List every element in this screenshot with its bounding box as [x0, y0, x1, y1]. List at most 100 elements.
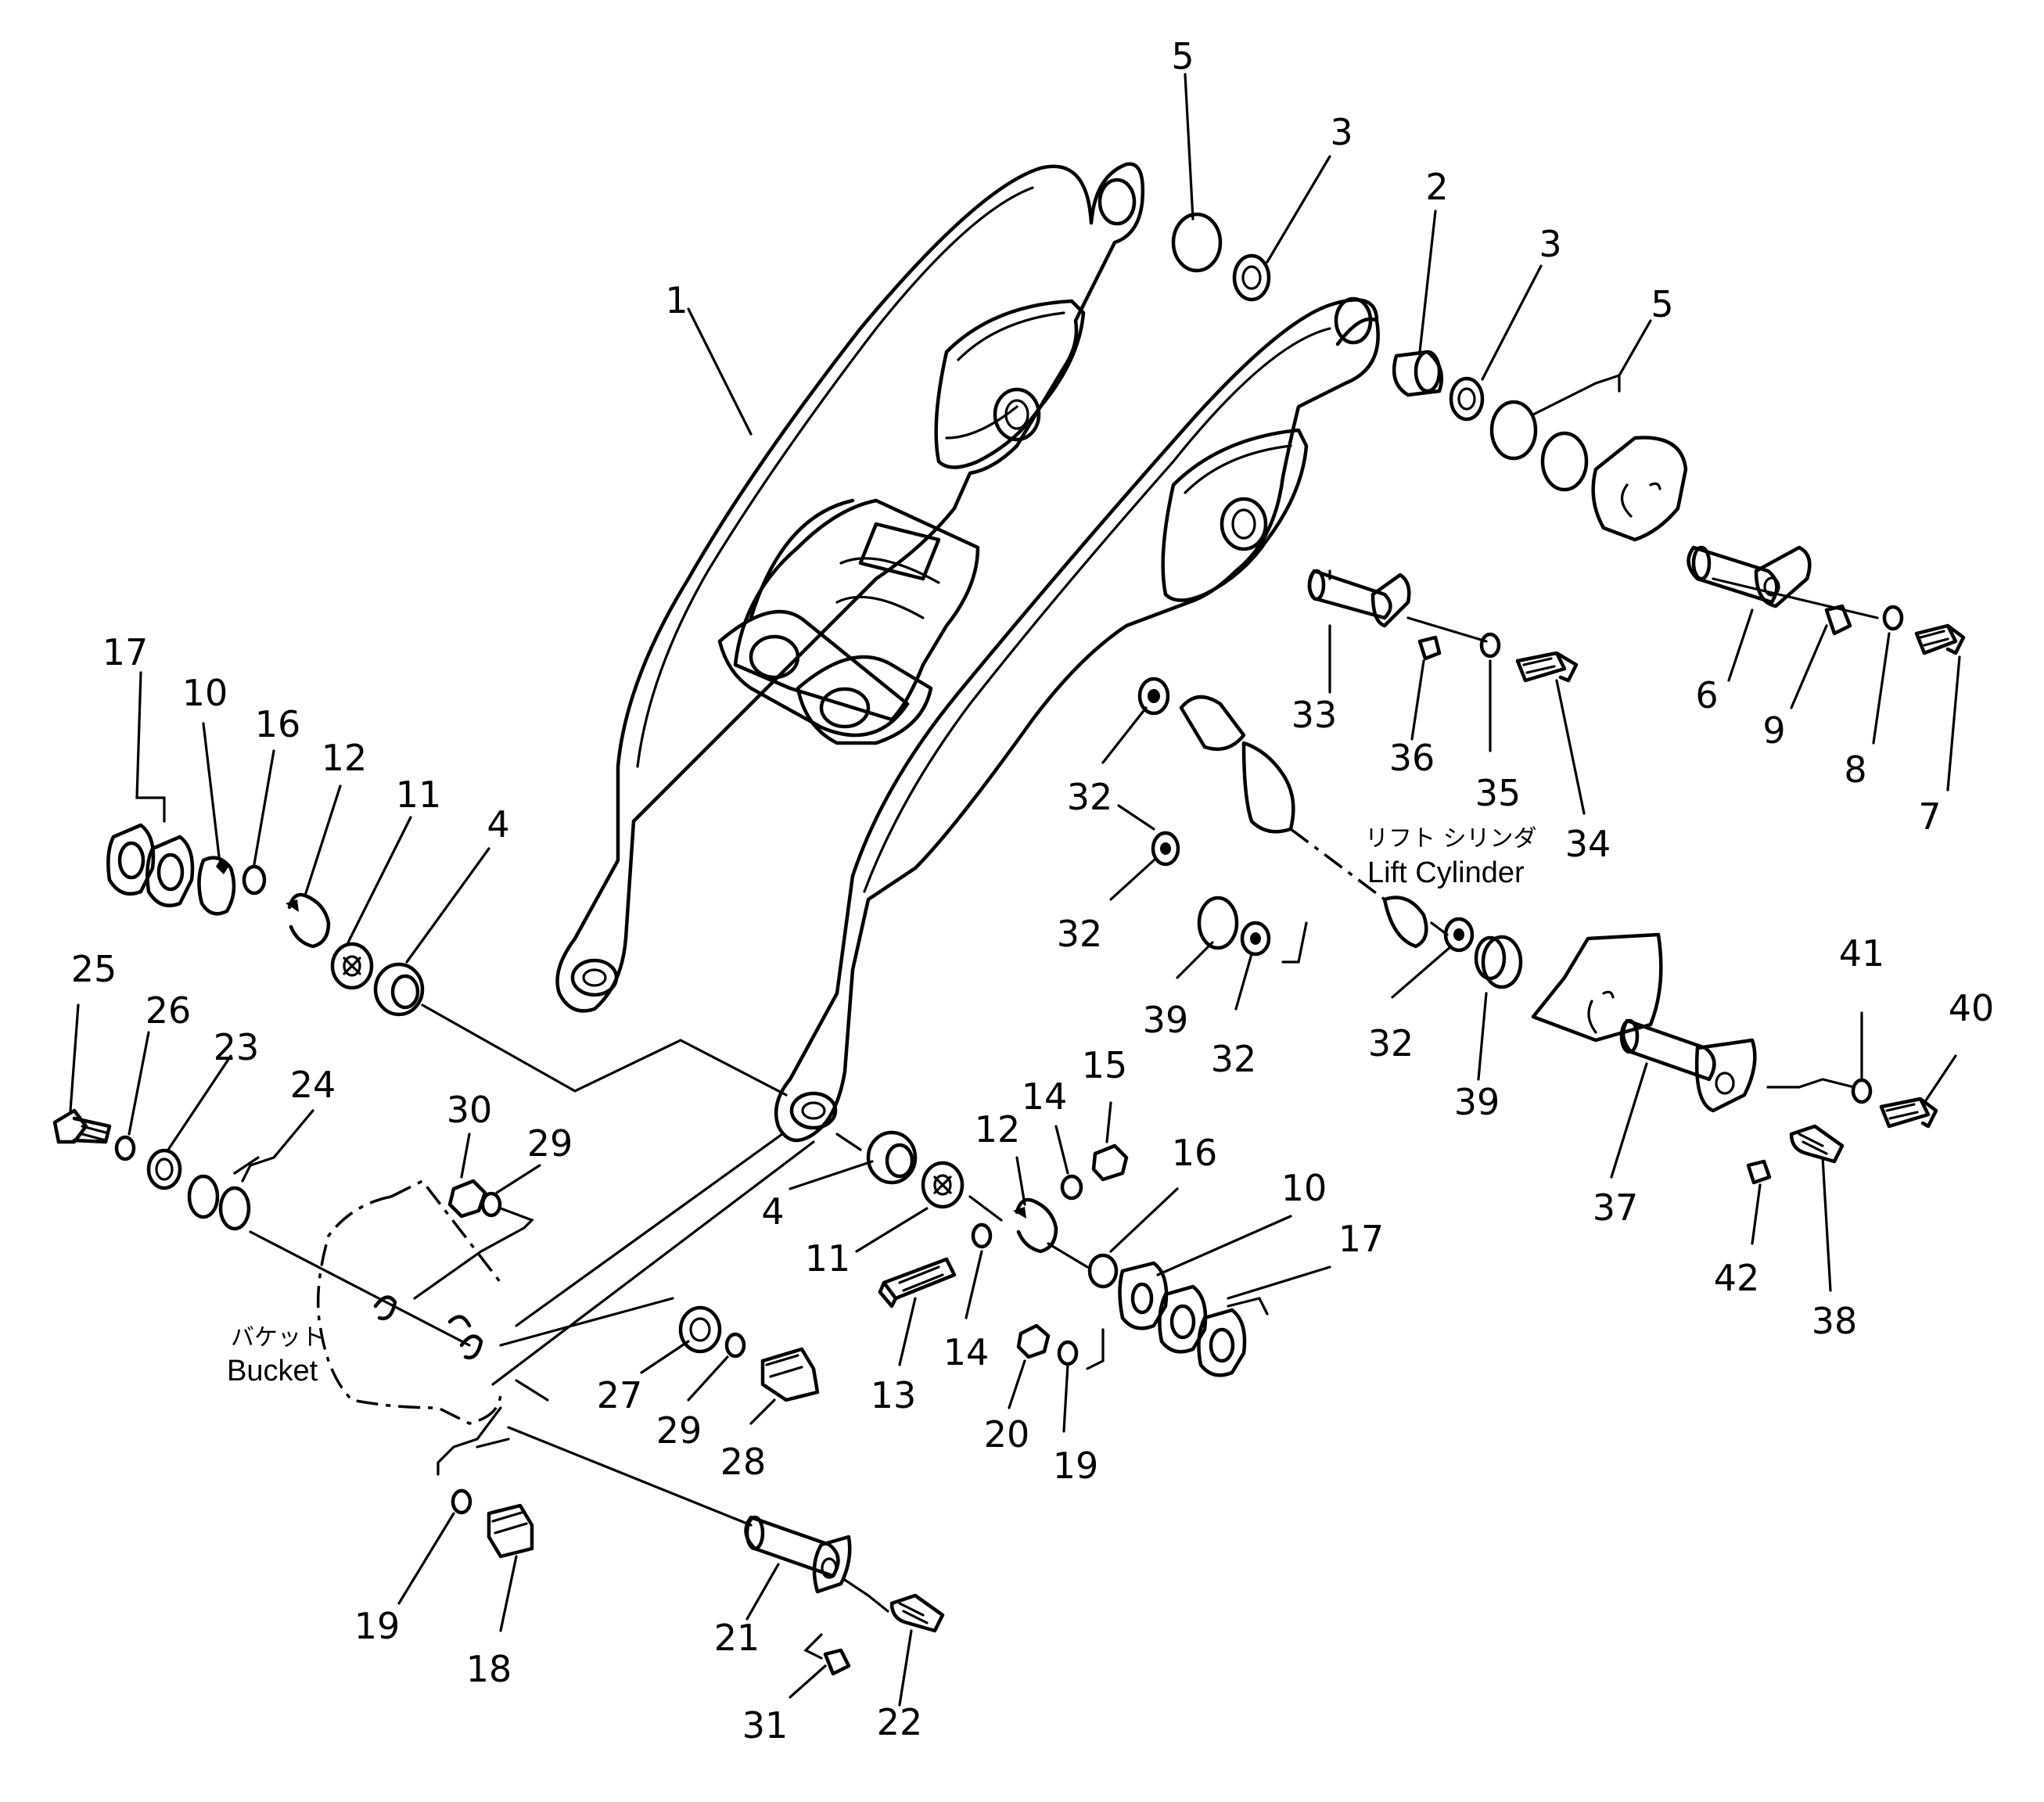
callout-29: 29	[656, 1409, 702, 1452]
washer-26	[114, 1135, 136, 1161]
cylinder-rod-end	[1179, 695, 1246, 752]
callout-20: 20	[984, 1413, 1030, 1456]
bushing-2	[1392, 350, 1444, 397]
callout-40: 40	[1949, 987, 1995, 1029]
snap-ring-12-lower	[1015, 1197, 1058, 1254]
shim-24-b	[218, 1186, 251, 1231]
cover-17-b	[145, 835, 195, 908]
callout-11: 11	[805, 1237, 851, 1280]
callout-34: 34	[1565, 823, 1611, 865]
callout-8: 8	[1844, 748, 1866, 791]
bucket-pin-hole-a	[373, 1295, 397, 1321]
callout-32: 32	[1211, 1038, 1257, 1080]
seal-3-top	[1232, 253, 1271, 302]
grease-fitting-22	[889, 1593, 945, 1633]
bucket-pin-hole-b	[459, 1334, 483, 1360]
o-ring-16-lower	[1087, 1253, 1119, 1289]
washer-19	[451, 1488, 472, 1515]
bolt-40	[1879, 1097, 1938, 1129]
bushing-27	[678, 1305, 722, 1354]
callout-4: 4	[487, 803, 509, 845]
callout-2: 2	[1425, 166, 1448, 208]
cover-17-a	[106, 823, 156, 896]
washer-29-top	[480, 1191, 502, 1218]
callout-36: 36	[1389, 737, 1435, 779]
callout-28: 28	[720, 1441, 767, 1483]
callout-27: 27	[597, 1374, 643, 1416]
callout-19: 19	[1053, 1445, 1099, 1487]
seal-23	[146, 1148, 182, 1190]
shim-5-top	[1171, 212, 1223, 273]
callout-5: 5	[1171, 35, 1194, 77]
shim-5-a	[1489, 400, 1538, 461]
cylinder-pin-group	[1137, 569, 1938, 1185]
ring-10	[197, 856, 236, 916]
callout-16: 16	[1172, 1132, 1218, 1174]
callout-15: 15	[1082, 1044, 1128, 1086]
callout-26: 26	[145, 989, 192, 1032]
washer-35	[1479, 632, 1501, 659]
callout-14: 14	[1022, 1075, 1068, 1118]
bucket-label-en: Bucket	[227, 1355, 318, 1387]
bearing-11-lower	[921, 1161, 965, 1209]
callout-11: 11	[396, 774, 442, 816]
bushing-4-lower	[866, 1130, 918, 1185]
lift-arm-right	[774, 296, 1380, 1143]
ring-10-lower	[1118, 1261, 1169, 1330]
callout-23: 23	[214, 1026, 260, 1068]
bucket-group	[52, 1108, 945, 1676]
callout-9: 9	[1762, 709, 1785, 752]
callout-17: 17	[102, 631, 149, 673]
callout-16: 16	[255, 703, 301, 745]
bolt-7	[1914, 623, 1966, 655]
nut-30	[447, 1179, 487, 1219]
callout-4: 4	[761, 1190, 784, 1233]
callout-30: 30	[447, 1089, 493, 1131]
shim-5-b	[1540, 431, 1589, 492]
bolt-13	[878, 1257, 957, 1308]
lower-pin-group	[835, 1130, 1269, 1377]
callout-38: 38	[1812, 1300, 1858, 1342]
shim-24-a	[187, 1174, 220, 1219]
cover-17-d	[1197, 1308, 1247, 1377]
cover-plate-lower	[1531, 932, 1663, 1043]
callout-31: 31	[742, 1704, 789, 1746]
callout-13: 13	[871, 1374, 917, 1416]
callout-10: 10	[1281, 1167, 1327, 1209]
bushing-32-a	[1137, 677, 1170, 716]
callout-39: 39	[1143, 999, 1189, 1041]
callout-21: 21	[714, 1617, 760, 1659]
bolt-28	[760, 1347, 820, 1402]
callout-12: 12	[975, 1108, 1021, 1150]
cover-plate-top	[1591, 436, 1688, 542]
washer-8	[1882, 605, 1904, 631]
callout-3: 3	[1539, 223, 1561, 265]
callout-12: 12	[322, 737, 368, 779]
callout-35: 35	[1475, 772, 1521, 814]
washer-14-b	[971, 1222, 993, 1249]
pin-6	[1687, 545, 1779, 605]
callout-10: 10	[182, 672, 228, 714]
callout-3: 3	[1330, 111, 1352, 153]
snap-ring-12	[287, 892, 331, 949]
washer-41	[1851, 1078, 1873, 1104]
callout-14: 14	[943, 1331, 990, 1373]
callout-17: 17	[1338, 1218, 1385, 1260]
shim-39-a	[1197, 896, 1239, 950]
lift-cylinder-label-jp: リフト シリンダ	[1365, 825, 1537, 853]
lift-cylinder-label-en: Lift Cylinder	[1367, 856, 1525, 889]
cross-tube	[717, 498, 980, 745]
cover-17-c	[1158, 1284, 1208, 1354]
cylinder-body	[1241, 741, 1295, 834]
bearing-11	[330, 942, 374, 990]
o-ring-16	[242, 864, 267, 896]
washer-19-lower	[1057, 1340, 1079, 1366]
seal-3-right	[1449, 376, 1485, 422]
lift-arm-left	[555, 162, 1144, 1013]
washer-14-a	[1060, 1174, 1083, 1201]
callout-22: 22	[877, 1701, 923, 1743]
callout-41: 41	[1839, 932, 1885, 975]
nut-15	[1091, 1143, 1129, 1182]
bolt-34	[1515, 651, 1579, 683]
